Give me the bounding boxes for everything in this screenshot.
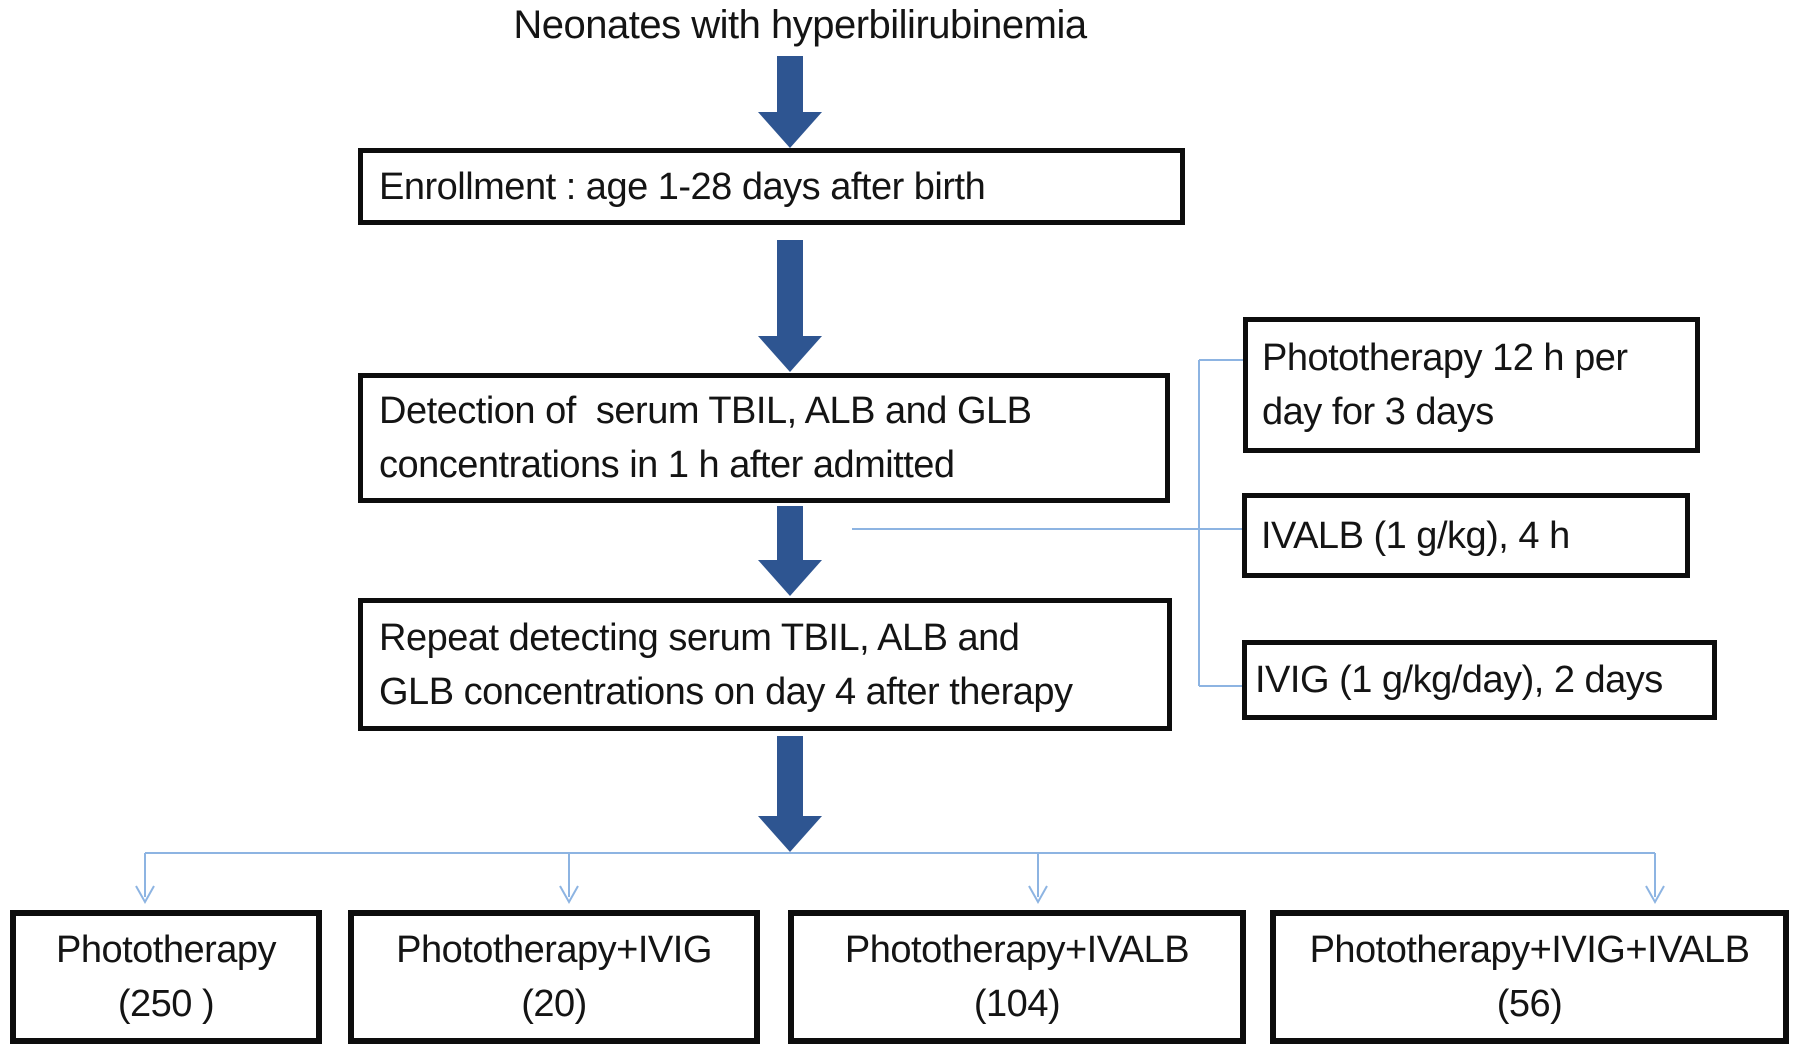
repeat-detection-box-text-line1: Repeat detecting serum TBIL, ALB and: [379, 616, 1020, 659]
phototherapy-protocol-line1: Phototherapy 12 h per: [1262, 337, 1628, 379]
branch-arrowhead-2: [559, 885, 579, 905]
diagram-title: Neonates with hyperbilirubinemia: [513, 3, 1087, 47]
ivalb-protocol-text: IVALB (1 g/kg), 4 h: [1261, 514, 1570, 557]
group-count: (20): [521, 983, 587, 1025]
ivig-protocol-text: IVIG (1 g/kg/day), 2 days: [1255, 659, 1663, 701]
down-arrow-3: [758, 506, 822, 596]
down-arrow-shaft: [777, 56, 803, 112]
repeat-detection-box: Repeat detecting serum TBIL, ALB and GLB…: [358, 598, 1172, 731]
down-arrow-shaft: [777, 506, 803, 560]
down-arrow-2: [758, 240, 822, 372]
branch-arrowhead-4: [1645, 885, 1665, 905]
group-name: Phototherapy: [55, 929, 277, 971]
down-arrow-head: [758, 816, 822, 852]
down-arrow-1: [758, 56, 822, 148]
down-arrow-head: [758, 336, 822, 372]
phototherapy-protocol-line2: day for 3 days: [1262, 391, 1494, 433]
group-name: Phototherapy+IVIG: [396, 929, 712, 971]
down-arrow-shaft: [777, 240, 803, 336]
phototherapy-protocol-box: Phototherapy 12 h per day for 3 days: [1243, 317, 1700, 453]
ivalb-protocol-box: IVALB (1 g/kg), 4 h: [1242, 493, 1690, 578]
branch-arrowhead-3: [1028, 885, 1048, 905]
branch-arrowhead-1: [135, 885, 155, 905]
group-box-phototherapy-ivig: Phototherapy+IVIG (20): [348, 910, 760, 1044]
down-arrow-head: [758, 560, 822, 596]
group-box-phototherapy-ivalb: Phototherapy+IVALB (104): [788, 910, 1246, 1044]
group-count: (250 ): [117, 983, 215, 1025]
enrollment-box: Enrollment : age 1-28 days after birth: [358, 148, 1185, 225]
detection-box: Detection of serum TBIL, ALB and GLB con…: [358, 373, 1170, 503]
group-box-phototherapy-ivig-ivalb: Phototherapy+IVIG+IVALB (56): [1270, 910, 1789, 1044]
down-arrow-4: [758, 736, 822, 852]
group-name: Phototherapy+IVIG+IVALB: [1309, 929, 1750, 971]
group-count: (104): [973, 983, 1061, 1025]
group-box-phototherapy: Phototherapy (250 ): [10, 910, 322, 1044]
down-arrow-shaft: [777, 736, 803, 816]
down-arrow-head: [758, 112, 822, 148]
group-name: Phototherapy+IVALB: [844, 929, 1190, 971]
detection-box-text-line1: Detection of serum TBIL, ALB and GLB: [379, 390, 1032, 432]
ivig-protocol-box: IVIG (1 g/kg/day), 2 days: [1242, 640, 1717, 720]
detection-box-text-line2: concentrations in 1 h after admitted: [379, 444, 955, 486]
enrollment-box-text: Enrollment : age 1-28 days after birth: [379, 165, 986, 208]
repeat-detection-box-text-line2: GLB concentrations on day 4 after therap…: [379, 670, 1073, 713]
group-count: (56): [1496, 983, 1563, 1025]
